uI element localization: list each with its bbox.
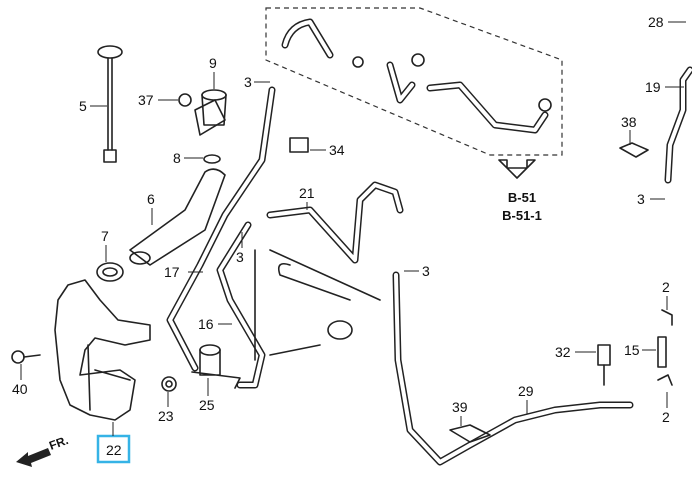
callout-32[interactable]: 32 xyxy=(555,344,571,360)
part-29-hose[interactable] xyxy=(392,271,634,466)
part-5-level-gauge[interactable] xyxy=(97,45,123,163)
part-22-washer-tank[interactable] xyxy=(54,279,151,421)
part-9-filler-cap[interactable] xyxy=(201,89,227,126)
callouts: 28 19 38 3 3 5 37 9 8 34 6 7 21 3 3 17 1… xyxy=(12,14,686,464)
reference-tubes xyxy=(281,18,552,134)
front-arrow-icon xyxy=(16,448,51,467)
part-17-hose[interactable] xyxy=(166,86,276,372)
part-23-nut[interactable] xyxy=(161,376,177,392)
reference-box xyxy=(265,7,563,156)
callout-7[interactable]: 7 xyxy=(101,228,109,244)
callout-39[interactable]: 39 xyxy=(452,399,468,415)
front-direction-indicator: FR. xyxy=(16,433,70,467)
part-34-clip[interactable] xyxy=(289,137,309,153)
part-16-hose[interactable] xyxy=(216,221,266,389)
callout-8[interactable]: 8 xyxy=(173,150,181,166)
callout-40[interactable]: 40 xyxy=(12,381,28,397)
callout-2-bottom[interactable]: 2 xyxy=(662,409,670,425)
part-32-joint[interactable] xyxy=(597,344,611,386)
callout-2-top[interactable]: 2 xyxy=(662,279,670,295)
callout-3-hose[interactable]: 3 xyxy=(422,263,430,279)
part-38-pad[interactable] xyxy=(619,142,649,158)
callout-5[interactable]: 5 xyxy=(79,98,87,114)
part-7-grommet[interactable] xyxy=(96,262,124,282)
reference-b51[interactable]: B-51 xyxy=(508,190,536,205)
callout-3-top[interactable]: 3 xyxy=(244,74,252,90)
callout-28[interactable]: 28 xyxy=(648,14,664,30)
reference-arrow-icon xyxy=(498,159,536,179)
front-label: FR. xyxy=(47,433,70,453)
part-40-bolt[interactable] xyxy=(11,350,41,364)
part-39-pad[interactable] xyxy=(449,424,491,443)
callout-9[interactable]: 9 xyxy=(209,55,217,71)
part-19-hose[interactable] xyxy=(664,66,692,184)
callout-38[interactable]: 38 xyxy=(621,114,637,130)
callout-3-right[interactable]: 3 xyxy=(637,191,645,207)
callout-19[interactable]: 19 xyxy=(645,79,661,95)
callout-16[interactable]: 16 xyxy=(198,316,214,332)
reference-b51-1[interactable]: B-51-1 xyxy=(502,208,542,223)
callout-17[interactable]: 17 xyxy=(164,264,180,280)
callout-21[interactable]: 21 xyxy=(299,185,315,201)
callout-3-mid[interactable]: 3 xyxy=(236,249,244,265)
callout-6[interactable]: 6 xyxy=(147,191,155,207)
callout-22[interactable]: 22 xyxy=(106,442,122,458)
callout-37[interactable]: 37 xyxy=(138,92,154,108)
callout-15[interactable]: 15 xyxy=(624,342,640,358)
part-25-washer-pump[interactable] xyxy=(191,344,241,389)
part-2-joint[interactable] xyxy=(657,309,673,386)
callout-23[interactable]: 23 xyxy=(158,408,174,424)
part-15-tube[interactable] xyxy=(657,336,667,368)
callout-34[interactable]: 34 xyxy=(329,142,345,158)
part-6-filler-pipe[interactable] xyxy=(129,168,226,266)
part-21-hose[interactable] xyxy=(254,181,404,361)
callout-25[interactable]: 25 xyxy=(199,397,215,413)
callout-29[interactable]: 29 xyxy=(518,383,534,399)
part-8-o-ring[interactable] xyxy=(203,154,221,164)
